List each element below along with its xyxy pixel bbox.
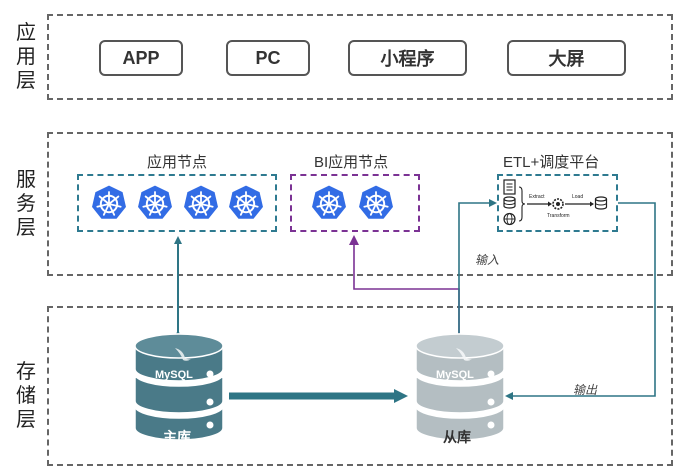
slave-db-label: 从库 — [443, 429, 471, 445]
app-nodes-title: 应用节点 — [147, 154, 208, 171]
etl-extract-label: Extract — [529, 194, 545, 200]
etl-output-connector — [505, 202, 656, 400]
etl-input-connector — [458, 199, 497, 334]
master-mysql-logo: MySQL — [155, 369, 193, 381]
app-item-pc: PC — [226, 40, 310, 76]
target-database-icon — [594, 196, 608, 210]
app-item-app: APP — [99, 40, 183, 76]
storage-layer — [47, 306, 673, 466]
slave-database-icon: MySQL — [415, 333, 505, 441]
service-layer-label: 服务层 — [16, 169, 36, 239]
document-icon — [503, 179, 516, 195]
application-layer — [47, 14, 673, 100]
globe-icon — [503, 212, 516, 226]
app-item-big-screen: 大屏 — [507, 40, 626, 76]
etl-transform-label: Transform — [547, 213, 570, 219]
etl-load-label: Load — [572, 194, 583, 200]
bi-nodes-group — [290, 174, 420, 232]
master-db-label: 主库 — [163, 429, 191, 445]
etl-title: ETL+调度平台 — [503, 154, 600, 171]
app-item-mini-program: 小程序 — [348, 40, 467, 76]
service-layer — [47, 132, 673, 276]
slave-bi-connector — [349, 235, 460, 334]
slave-mysql-logo: MySQL — [436, 369, 474, 381]
application-layer-label: 应用层 — [16, 22, 36, 92]
app-nodes-group — [77, 174, 277, 232]
database-icon — [503, 196, 516, 209]
storage-layer-label: 存储层 — [16, 361, 36, 431]
etl-flow-diagram: Extract Transform Load — [503, 179, 608, 226]
master-database-icon: MySQL — [134, 333, 224, 441]
etl-platform-group — [497, 174, 618, 232]
output-annotation: 输出 — [573, 383, 598, 397]
bi-nodes-title: BI应用节点 — [314, 154, 389, 171]
input-annotation: 输入 — [475, 253, 500, 267]
gear-icon — [552, 198, 564, 210]
